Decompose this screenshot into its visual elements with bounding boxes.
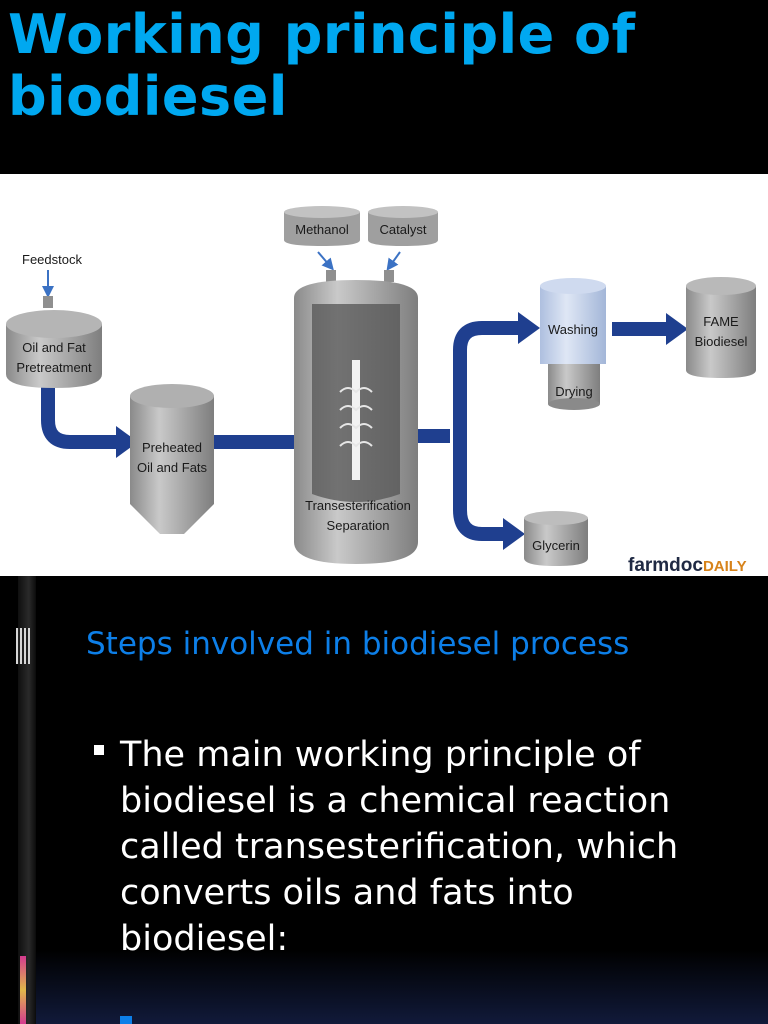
catalyst-label: Catalyst <box>380 222 427 237</box>
bullet-item: The main working principle of biodiesel … <box>90 732 750 962</box>
fame-label-1: FAME <box>703 314 739 329</box>
content-panel <box>0 576 768 1024</box>
transesterification-reactor: Transesterification Separation <box>294 280 418 564</box>
feedstock-label: Feedstock <box>22 252 82 267</box>
slide-subtitle: Steps involved in biodiesel process <box>86 626 630 662</box>
bullet-text: The main working principle of biodiesel … <box>120 735 679 959</box>
accent-stripe <box>20 956 26 1024</box>
washing-drying-tank: Washing Drying <box>540 278 606 410</box>
svg-text:farmdocDAILY: farmdocDAILY <box>628 555 747 576</box>
slide-title: Working principle of biodiesel <box>8 3 636 128</box>
fame-biodiesel-tank: FAME Biodiesel <box>686 277 756 378</box>
preheated-tank: Preheated Oil and Fats <box>130 384 214 534</box>
methanol-label: Methanol <box>295 222 349 237</box>
left-bar-marker <box>16 628 30 664</box>
catalyst-tank: Catalyst <box>368 206 438 246</box>
preheated-label-2: Oil and Fats <box>137 460 208 475</box>
pretreatment-label-2: Pretreatment <box>16 360 92 375</box>
pretreatment-tank: Oil and Fat Pretreatment <box>6 310 102 388</box>
washing-label: Washing <box>548 322 598 337</box>
next-bullet-square-icon <box>120 1016 132 1024</box>
bullet-square-icon <box>94 745 104 755</box>
glycerin-tank: Glycerin <box>524 511 588 566</box>
preheated-label-1: Preheated <box>142 440 202 455</box>
left-decorative-bar <box>18 576 36 1024</box>
bottom-gradient <box>36 950 768 1024</box>
pipe-network <box>41 321 668 541</box>
reactor-label-2: Separation <box>327 518 390 533</box>
biodiesel-process-diagram: Feedstock Oil and Fat Pretreatment Prehe… <box>0 174 768 576</box>
drying-label: Drying <box>555 384 593 399</box>
fame-label-2: Biodiesel <box>695 334 748 349</box>
glycerin-label: Glycerin <box>532 538 580 553</box>
methanol-tank: Methanol <box>284 206 360 246</box>
pretreatment-label-1: Oil and Fat <box>22 340 86 355</box>
reactor-label-1: Transesterification <box>305 498 411 513</box>
farmdoc-daily-logo: farmdocDAILY <box>628 555 747 576</box>
